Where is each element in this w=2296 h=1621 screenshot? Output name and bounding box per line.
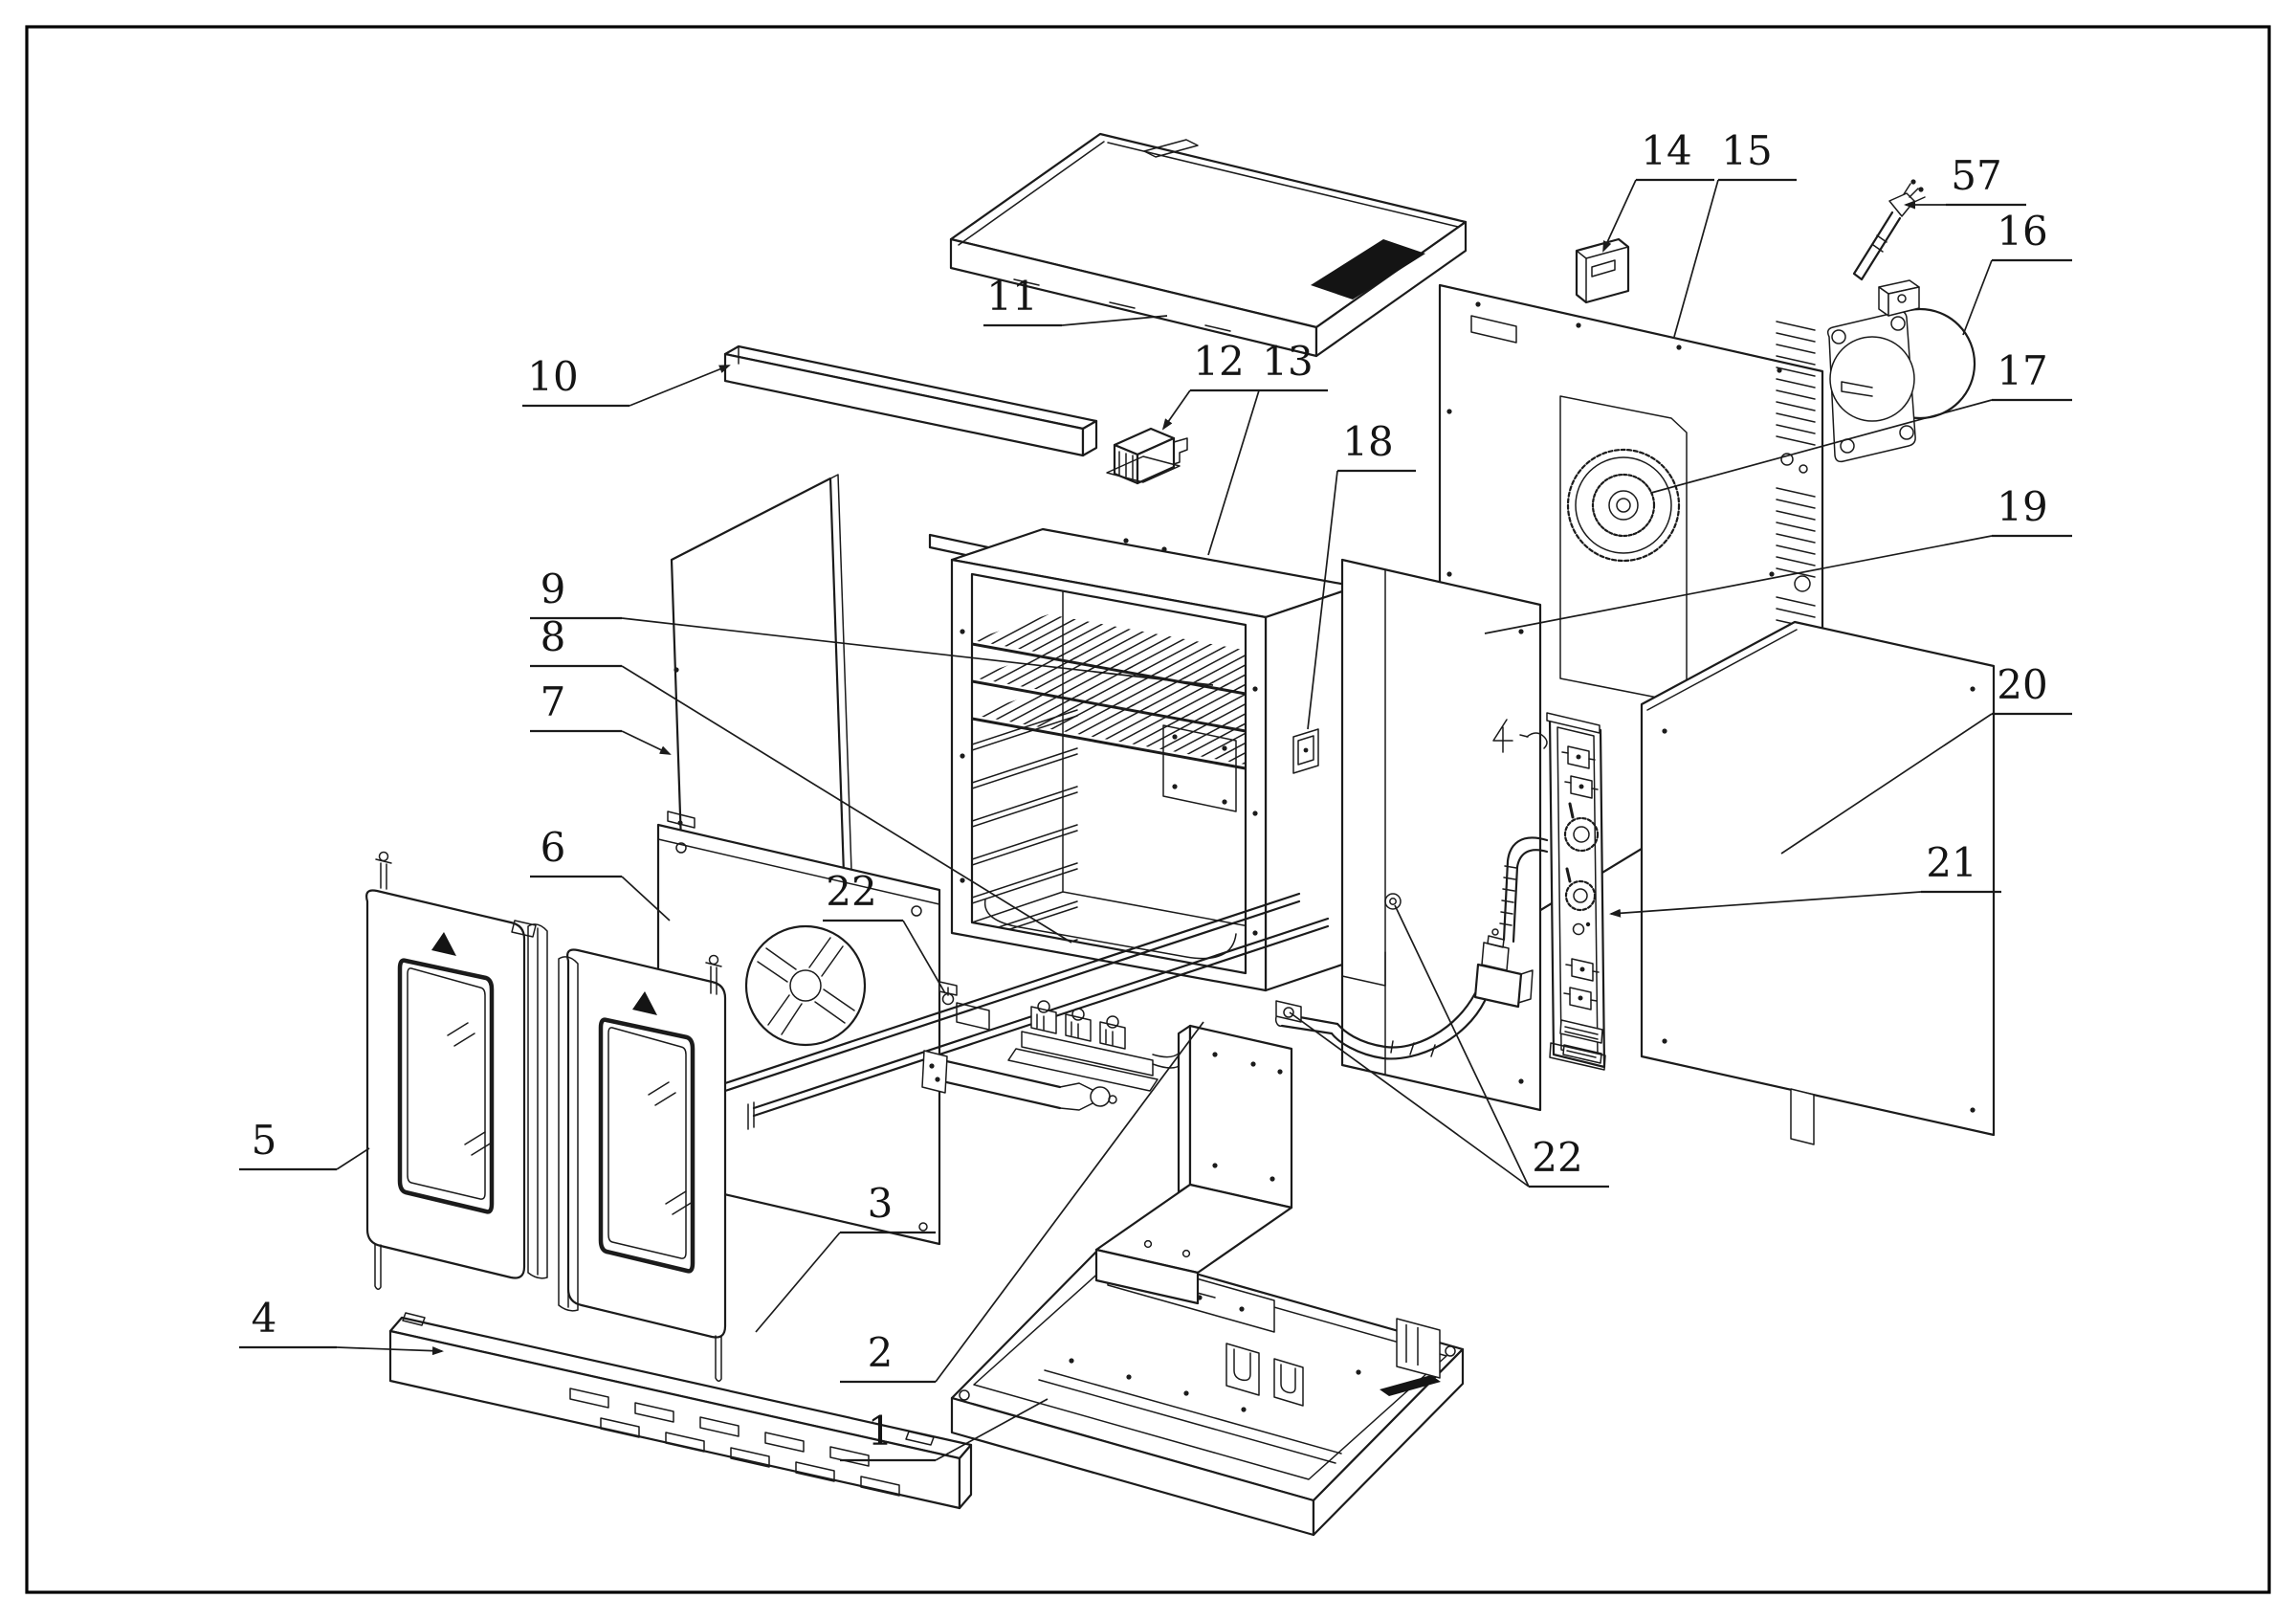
switch-icon <box>1565 958 1600 982</box>
grommet-22 <box>1384 893 1402 910</box>
part-label-3: 3 <box>868 1180 894 1227</box>
louvers-row-2 <box>600 1417 900 1497</box>
part-label-1: 1 <box>868 1408 894 1454</box>
part-top-cover-panel-11 <box>949 132 1468 358</box>
leader-line-7 <box>621 730 672 755</box>
leader-line-2 <box>935 1021 1204 1383</box>
leader-line-12 <box>1161 389 1191 431</box>
part-label-12: 12 <box>1193 338 1244 385</box>
part-label-18: 18 <box>1342 418 1393 465</box>
leader-line-20 <box>1780 713 1993 855</box>
part-wire-racks-9 <box>972 614 1246 770</box>
part-label-16: 16 <box>1997 208 2047 255</box>
vent-slots-middle <box>1776 487 1816 578</box>
leader-line-4 <box>336 1346 444 1356</box>
part-label-57: 57 <box>1951 152 2001 199</box>
leader-line-19 <box>1484 535 1993 634</box>
vent-slots-upper <box>1776 321 1816 446</box>
part-igniter-57 <box>1852 179 1926 281</box>
part-oven-door-3 <box>558 949 725 1382</box>
part-fan-wheel-17 <box>1566 448 1681 563</box>
leader-line-14 <box>1602 179 1637 253</box>
leader-line-22 <box>1394 904 1530 1188</box>
switch-icon <box>1561 745 1596 769</box>
gas-manifold-assembly <box>1007 1000 1182 1092</box>
leader-line-9 <box>621 617 1214 686</box>
leader-line-22 <box>1289 1011 1530 1188</box>
timer-knob <box>1564 879 1597 912</box>
part-label-6: 6 <box>541 824 566 871</box>
gas-valve <box>1473 963 1523 1009</box>
part-label-5: 5 <box>252 1117 277 1164</box>
thermostat-knob <box>1563 816 1600 853</box>
door-hinge-pin <box>375 858 392 890</box>
capillary-sensor <box>1492 719 1513 753</box>
leader-line-5 <box>336 1147 370 1170</box>
part-label-13: 13 <box>1262 338 1313 385</box>
part-fitting-22-left <box>938 981 958 1006</box>
part-transformer-12 <box>1106 427 1188 485</box>
part-label-22-22: 22 <box>1532 1134 1582 1181</box>
leader-line-6 <box>621 876 671 922</box>
part-stiffener-bar-10 <box>723 344 1098 457</box>
switch-icon <box>1563 987 1598 1010</box>
part-label-9: 9 <box>541 566 566 612</box>
part-label-14: 14 <box>1641 127 1691 174</box>
part-label-19: 19 <box>1997 483 2047 530</box>
part-oven-cavity-13 <box>718 527 1358 1130</box>
part-door-switch-18 <box>1292 728 1319 774</box>
leader-line-17 <box>1650 399 1993 494</box>
part-label-4: 4 <box>252 1295 277 1342</box>
part-vent-strip-4 <box>388 1312 973 1510</box>
door-hinge-pin <box>715 1335 722 1382</box>
part-label-22-21: 22 <box>826 868 876 915</box>
part-label-8: 8 <box>541 613 566 660</box>
leader-line-15 <box>1673 179 1719 338</box>
gas-hose <box>1330 991 1487 1060</box>
door-edge-channel <box>527 923 548 1279</box>
leader-line-1 <box>935 1398 1049 1461</box>
louvers-row-1 <box>569 1388 870 1467</box>
leader-line-13 <box>1207 389 1260 556</box>
part-base-frame-1 <box>950 1245 1465 1537</box>
leader-line-21 <box>1609 891 1922 918</box>
leader-line-22 <box>902 920 946 994</box>
leader-line-18 <box>1307 470 1338 730</box>
door-hinge-pin <box>374 1243 382 1290</box>
part-label-11: 11 <box>986 273 1037 320</box>
leader-line-11 <box>1061 315 1168 326</box>
part-label-17: 17 <box>1997 347 2047 394</box>
part-motor-16 <box>1826 279 1976 463</box>
part-label-15: 15 <box>1721 127 1772 174</box>
leader-line-16 <box>1962 259 1993 336</box>
part-support-bracket-2 <box>1094 1024 1293 1305</box>
indicator-lamp <box>1572 922 1585 936</box>
part-label-7: 7 <box>541 678 566 725</box>
gas-piping-assembly <box>1274 719 1549 1060</box>
part-side-panel-20 <box>1640 620 1996 1145</box>
fan-housing <box>1559 395 1688 704</box>
part-label-10: 10 <box>527 353 578 400</box>
part-label-2: 2 <box>868 1329 894 1376</box>
switch-icon <box>1564 775 1599 799</box>
part-mounting-bracket-14 <box>1575 237 1630 304</box>
leader-line-8 <box>621 665 1072 944</box>
door-edge-channel <box>558 956 579 1312</box>
part-label-21: 21 <box>1926 839 1976 886</box>
cover-vent-patch <box>1311 239 1425 300</box>
part-control-panel-21 <box>1546 712 1606 1071</box>
leader-line-10 <box>629 365 731 407</box>
part-oven-door-5 <box>366 851 548 1290</box>
part-burner-tube <box>921 1050 1117 1111</box>
leader-line-3 <box>755 1232 841 1333</box>
drawing-frame <box>25 25 2271 1594</box>
fan-cutout <box>744 924 867 1047</box>
part-inner-panel-19 <box>1340 558 1542 1112</box>
part-label-20: 20 <box>1997 661 2047 708</box>
